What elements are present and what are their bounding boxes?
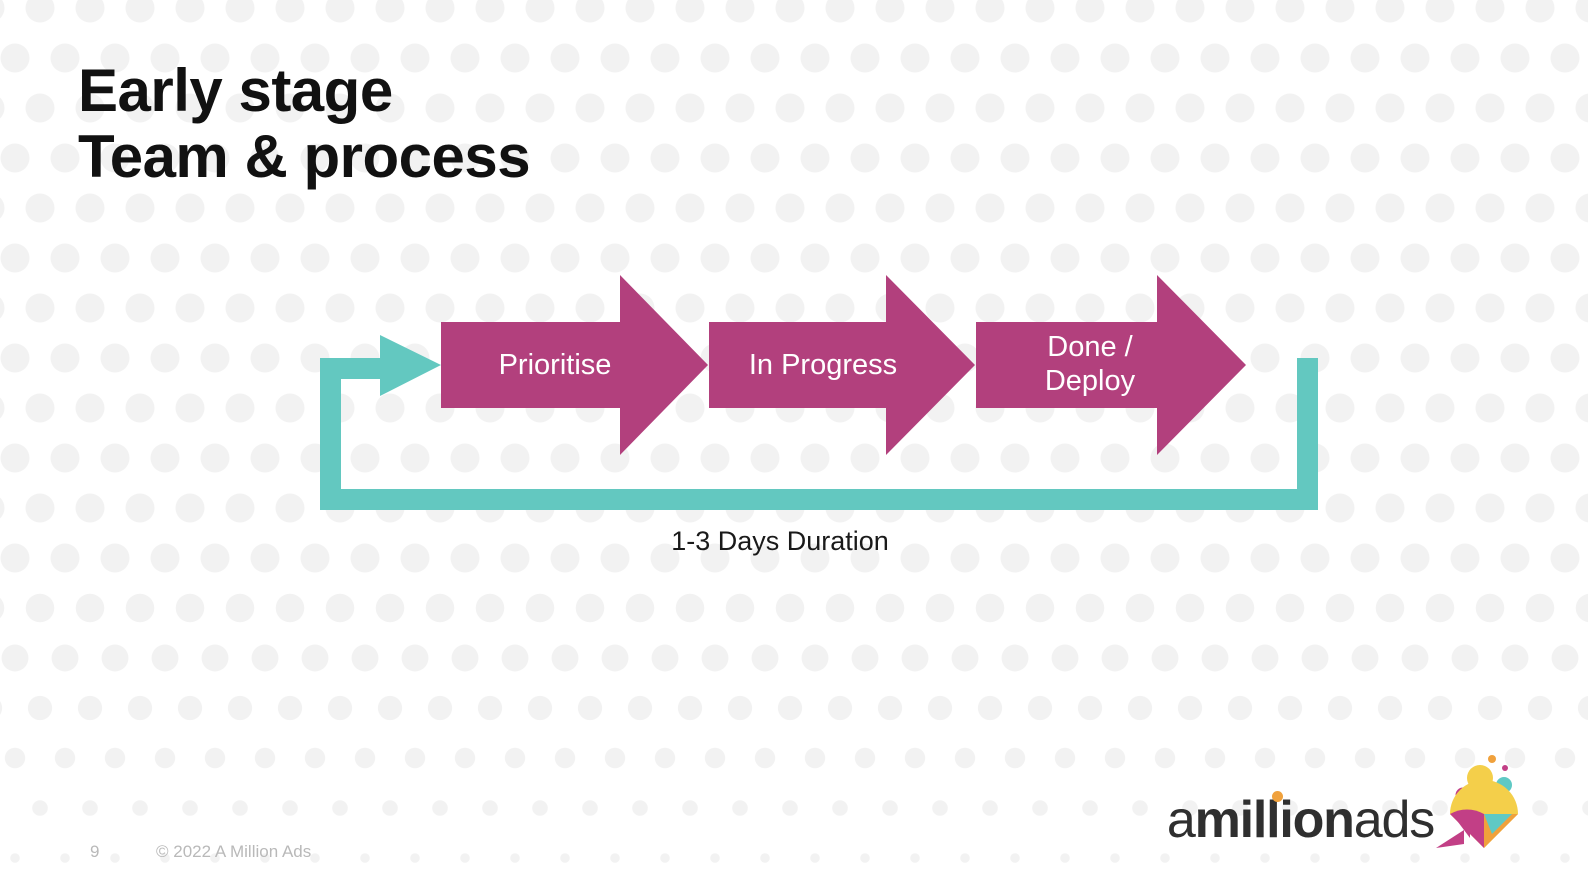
amillionads-logo: amillionads: [1166, 752, 1522, 849]
logo-text-ads: ads: [1353, 791, 1435, 849]
page-title: Early stage Team & process: [78, 57, 531, 190]
copyright-text: © 2022 A Million Ads: [156, 842, 312, 861]
duration-caption-text: 1-3 Days Duration: [671, 526, 889, 556]
duration-caption: 1-3 Days Duration: [0, 524, 1588, 558]
page-number: 9: [90, 842, 100, 861]
logo-megaphone-icon: [1436, 755, 1518, 848]
chevron-label-prioritise: Prioritise: [498, 349, 612, 381]
logo-text-million: million: [1194, 791, 1355, 849]
title-line-1: Early stage: [78, 57, 393, 124]
slide-footer: 9 © 2022 A Million Ads: [90, 842, 311, 862]
chevron-label-in-progress: In Progress: [748, 349, 898, 381]
logo-wordmark: amillionads: [1166, 791, 1435, 849]
title-line-2: Team & process: [78, 123, 531, 190]
logo-text-a: a: [1166, 791, 1196, 849]
logo-i-dot-icon: [1271, 791, 1283, 802]
chevron-label-done-deploy: Done / Deploy: [1044, 331, 1136, 397]
